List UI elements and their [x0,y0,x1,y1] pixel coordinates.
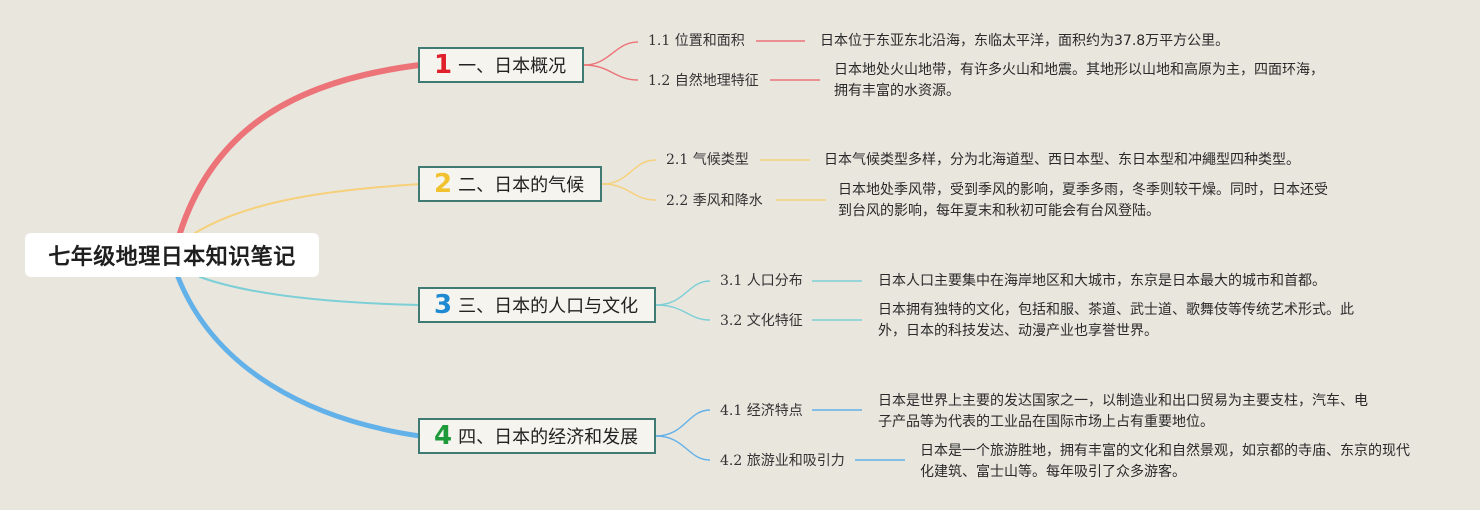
connector-4-2 [655,435,711,461]
connector-3-1 [655,280,711,306]
subtopic-4-2[interactable]: 4.2 旅游业和吸引力 [720,453,845,469]
subtopic-3-2[interactable]: 3.2 文化特征 [720,313,803,329]
number-badge-2: 2 [434,169,453,199]
description-line: 日本是一个旅游胜地，拥有丰富的文化和自然景观，如京都的寺庙、东京的现代 [920,443,1410,459]
root-topic[interactable]: 七年级地理日本知识笔记 [25,233,319,277]
description-line: 化建筑、富士山等。每年吸引了众多游客。 [920,464,1186,480]
description-line: 日本拥有独特的文化，包括和服、茶道、武士道、歌舞伎等传统艺术形式。此 [878,302,1354,318]
subtopic-4-1[interactable]: 4.1 经济特点 [720,403,803,419]
description-3-2: 日本拥有独特的文化，包括和服、茶道、武士道、歌舞伎等传统艺术形式。此 外，日本的… [878,300,1354,342]
subtopic-2-2[interactable]: 2.2 季风和降水 [666,193,763,209]
description-line: 子产品等为代表的工业品在国际市场上占有重要地位。 [878,414,1214,430]
description-line: 日本地处季风带，受到季风的影响，夏季多雨，冬季则较干燥。同时，日本还受 [838,182,1328,198]
connector-root-branch4 [175,274,423,439]
description-1-1: 日本位于东亚东北沿海，东临太平洋，面积约为37.8万平方公里。 [820,31,1229,52]
number-badge-1: 1 [434,50,453,80]
connector-root-branch2 [194,183,421,234]
connector-3-2 [655,304,711,321]
branch-topic-1[interactable]: 1 一、日本概况 [418,47,584,83]
description-line: 到台风的影响，每年夏末和秋初可能会有台风登陆。 [838,203,1160,219]
branch-label-4: 四、日本的经济和发展 [458,427,639,448]
connector-1-2 [583,64,639,81]
description-4-2: 日本是一个旅游胜地，拥有丰富的文化和自然景观，如京都的寺庙、东京的现代 化建筑、… [920,441,1410,483]
number-badge-3: 3 [434,290,453,320]
connector-root-branch3 [199,276,421,306]
description-2-2: 日本地处季风带，受到季风的影响，夏季多雨，冬季则较干燥。同时，日本还受 到台风的… [838,180,1328,222]
branch-label-3: 三、日本的人口与文化 [458,296,639,317]
description-line: 外，日本的科技发达、动漫产业也享誉世界。 [878,323,1158,339]
description-1-2: 日本地处火山地带，有许多火山和地震。其地形以山地和高原为主，四面环海， 拥有丰富… [834,60,1324,102]
description-line: 日本位于东亚东北沿海，东临太平洋，面积约为37.8万平方公里。 [820,33,1230,49]
description-line: 拥有丰富的水资源。 [834,83,960,99]
connector-1-1 [583,41,639,66]
connector-root-branch1 [177,62,423,236]
subtopic-2-1[interactable]: 2.1 气候类型 [666,152,749,168]
branch-label-1: 一、日本概况 [458,56,567,77]
number-badge-4: 4 [434,421,453,451]
connector-2-1 [601,159,657,185]
subtopic-1-1[interactable]: 1.1 位置和面积 [648,33,745,49]
description-line: 日本是世界上主要的发达国家之一，以制造业和出口贸易为主要支柱，汽车、电 [878,393,1368,409]
connector-4-1 [655,409,711,437]
description-2-1: 日本气候类型多样，分为北海道型、西日本型、东日本型和冲繩型四种类型。 [824,150,1300,171]
description-line: 日本地处火山地带，有许多火山和地震。其地形以山地和高原为主，四面环海， [834,62,1324,78]
subtopic-1-2[interactable]: 1.2 自然地理特征 [648,73,759,89]
branch-label-2: 二、日本的气候 [458,175,585,196]
description-4-1: 日本是世界上主要的发达国家之一，以制造业和出口贸易为主要支柱，汽车、电 子产品等… [878,391,1368,433]
branch-topic-3[interactable]: 3 三、日本的人口与文化 [418,287,656,323]
root-title: 七年级地理日本知识笔记 [48,245,296,270]
subtopic-3-1[interactable]: 3.1 人口分布 [720,273,803,289]
connector-2-2 [601,183,657,201]
description-3-1: 日本人口主要集中在海岸地区和大城市，东京是日本最大的城市和首都。 [878,271,1326,292]
branch-topic-2[interactable]: 2 二、日本的气候 [418,166,602,202]
description-line: 日本气候类型多样，分为北海道型、西日本型、东日本型和冲繩型四种类型。 [824,152,1300,168]
description-line: 日本人口主要集中在海岸地区和大城市，东京是日本最大的城市和首都。 [878,273,1326,289]
branch-topic-4[interactable]: 4 四、日本的经济和发展 [418,418,656,454]
